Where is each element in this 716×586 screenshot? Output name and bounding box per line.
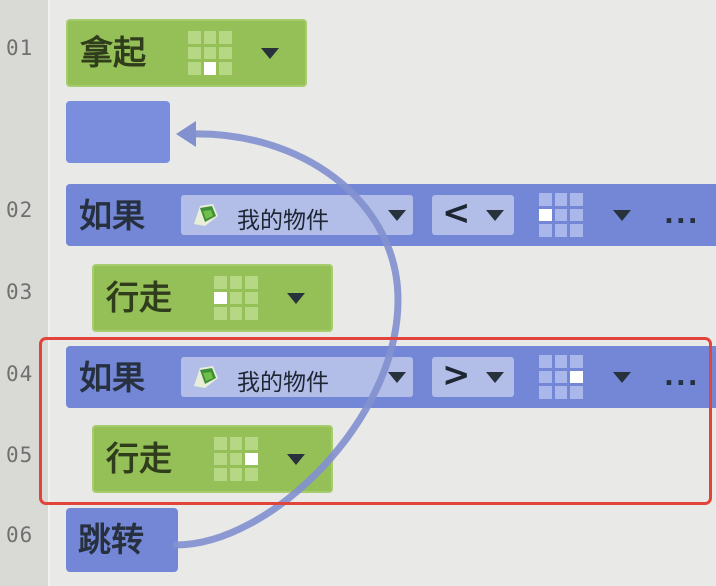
- selection-highlight-box: [39, 337, 712, 505]
- pickup-block[interactable]: 拿起: [66, 19, 307, 87]
- walk-block-1[interactable]: 行走: [92, 264, 333, 332]
- operator-dropdown[interactable]: >: [432, 355, 514, 397]
- operator-dropdown[interactable]: <: [432, 193, 514, 235]
- walk-keyword: 行走: [106, 439, 172, 478]
- line-number-06: 06: [6, 523, 34, 547]
- condition-tile-selector[interactable]: [539, 355, 583, 399]
- line-number-02: 02: [6, 198, 34, 222]
- chevron-down-icon: [388, 372, 406, 383]
- if-keyword: 如果: [79, 196, 145, 235]
- condition-tile-selector[interactable]: [539, 193, 583, 237]
- chevron-down-icon[interactable]: [287, 454, 305, 465]
- walk-block-2[interactable]: 行走: [92, 425, 333, 493]
- if-keyword: 如果: [79, 358, 145, 397]
- chevron-down-icon: [388, 210, 406, 221]
- walk-tile-selector[interactable]: [214, 437, 258, 481]
- pickup-keyword: 拿起: [80, 33, 146, 72]
- line-number-gutter: [0, 0, 50, 586]
- chevron-down-icon: [486, 372, 504, 383]
- if-block-greater-than[interactable]: 如果 我的物件 > ...: [66, 346, 716, 408]
- jump-keyword: 跳转: [78, 520, 144, 559]
- pickup-tile-selector[interactable]: [188, 31, 232, 75]
- operator-symbol: <: [442, 193, 471, 233]
- line-number-04: 04: [6, 362, 34, 386]
- chevron-down-icon[interactable]: [613, 210, 631, 221]
- object-icon: [194, 366, 218, 388]
- more-options-button[interactable]: ...: [664, 200, 700, 230]
- chevron-down-icon: [486, 210, 504, 221]
- line-number-05: 05: [6, 443, 34, 467]
- subject-dropdown[interactable]: 我的物件: [181, 357, 413, 397]
- walk-keyword: 行走: [106, 278, 172, 317]
- walk-tile-selector[interactable]: [214, 276, 258, 320]
- operator-symbol: >: [442, 355, 471, 395]
- line-number-01: 01: [6, 36, 34, 60]
- subject-label: 我的物件: [237, 208, 329, 234]
- line-number-03: 03: [6, 280, 34, 304]
- jump-target-block[interactable]: [66, 101, 170, 163]
- chevron-down-icon[interactable]: [287, 293, 305, 304]
- chevron-down-icon[interactable]: [613, 372, 631, 383]
- chevron-down-icon[interactable]: [261, 48, 279, 59]
- more-options-button[interactable]: ...: [664, 362, 700, 392]
- jump-block[interactable]: 跳转: [66, 508, 178, 572]
- object-icon: [194, 204, 218, 226]
- subject-label: 我的物件: [237, 370, 329, 396]
